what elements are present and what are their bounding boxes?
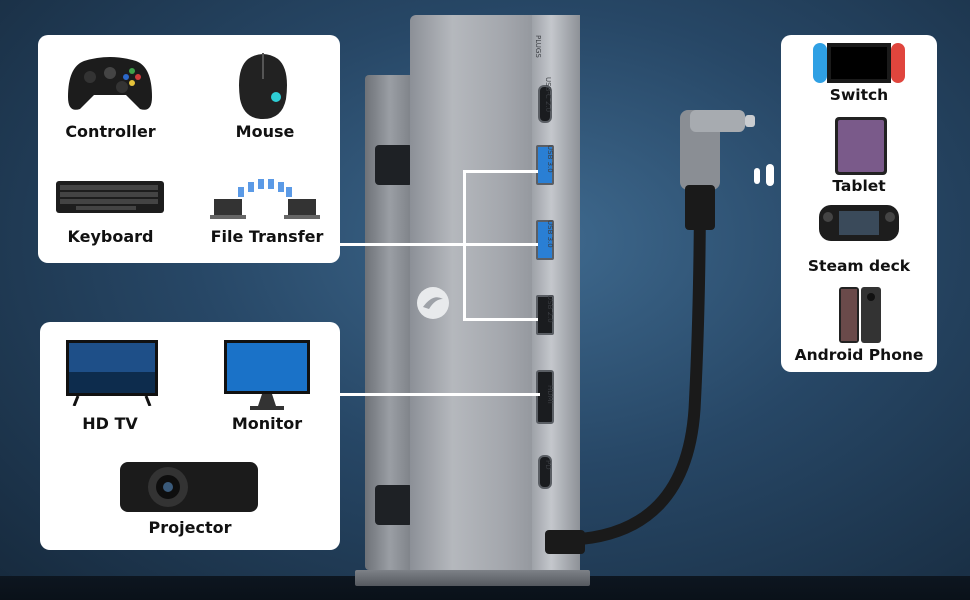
usb3-port-2 [536,220,554,260]
usb3-port-1 [536,145,554,185]
device-label-android-phone: Android Phone [794,346,924,364]
file-transfer-icon [210,179,320,219]
hdmi-port [536,370,554,424]
connector-line-usb2 [463,318,538,321]
usb2-port [536,295,554,335]
device-label-controller: Controller [65,122,156,141]
display-devices-card: HD TV Monitor Projector [40,322,340,550]
host-devices-card: Switch Tablet Steam deck Android Phone [781,35,937,372]
connector-line-hdmi [340,393,540,396]
android-phone-icon [839,287,881,343]
pd-port [538,455,552,489]
monitor-icon [224,340,310,410]
keyboard-icon [56,181,164,213]
hub-clip-top [375,145,413,185]
device-label-steam-deck: Steam deck [807,257,911,275]
hub-base [355,570,590,586]
tablet-icon [835,117,887,175]
indicator-dot-1 [754,168,760,184]
usb-c-port [538,85,552,123]
device-label-projector: Projector [148,518,232,537]
indicator-dot-2 [766,164,774,186]
steam-deck-icon [819,205,899,241]
connector-line-input [340,243,465,246]
game-controller-icon [68,57,152,110]
switch-console-icon [813,43,905,83]
device-label-monitor: Monitor [231,414,303,433]
mouse-icon [239,53,287,119]
device-label-file-transfer: File Transfer [210,227,324,246]
device-label-mouse: Mouse [235,122,295,141]
hub-clip-bottom [375,485,413,525]
device-label-keyboard: Keyboard [67,227,154,246]
input-devices-card: Controller Mouse Keyboard File Transfer [38,35,340,263]
device-label-switch: Switch [829,86,889,104]
device-label-tablet: Tablet [832,177,886,195]
projector-icon [120,462,258,512]
usb-hub: PLUGS USB-C 2.0 USB 3.0 USB 3.0 USB 2.0 … [410,15,580,585]
tv-icon [66,340,158,406]
device-label-hd-tv: HD TV [82,414,138,433]
hub-logo-icon [417,287,449,319]
connector-line-usb3-1 [463,170,538,173]
connector-line-usb3-2 [463,243,538,246]
